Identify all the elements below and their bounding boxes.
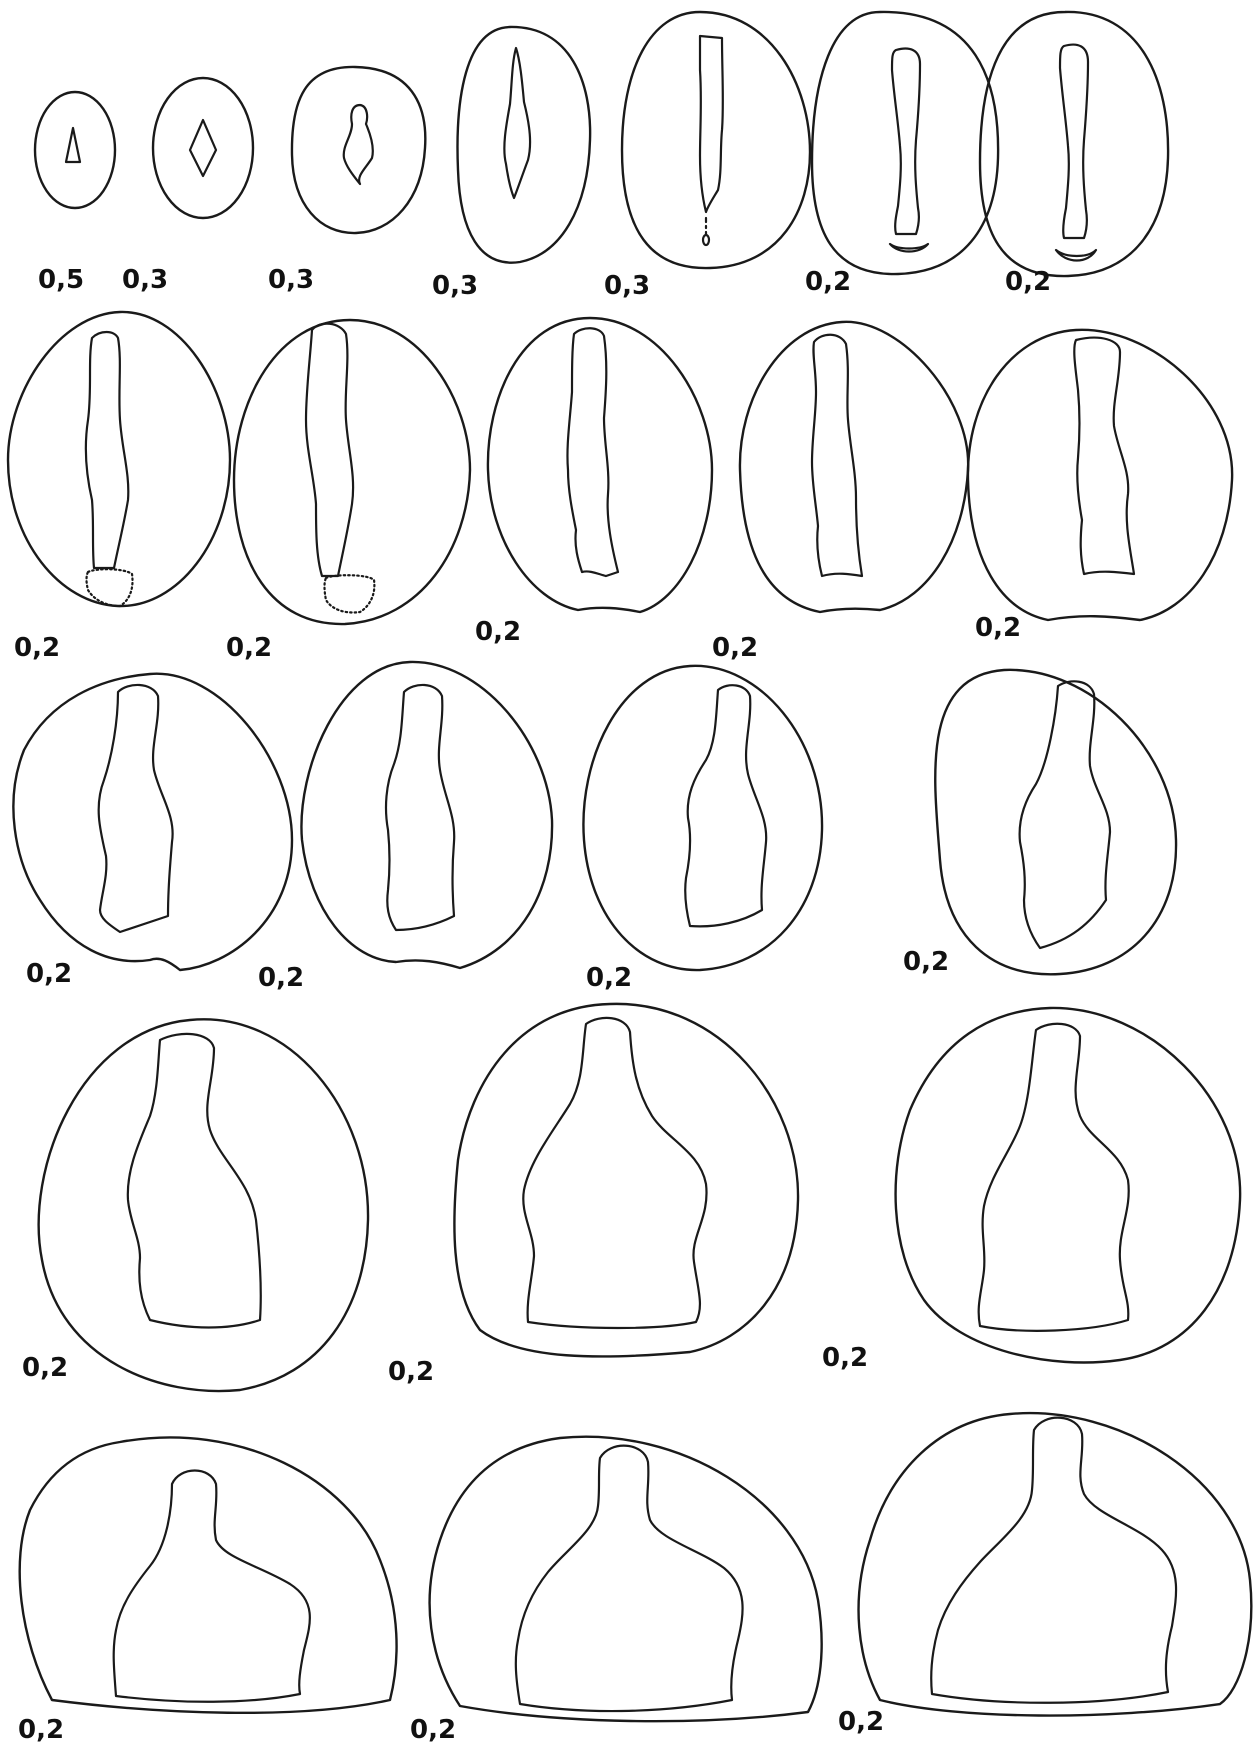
section-2: 0,3: [122, 78, 253, 295]
section-21-outline: [430, 1437, 822, 1721]
section-22-scale-label: 0,2: [838, 1707, 884, 1737]
section-19-cavity: [979, 1024, 1129, 1331]
section-2-cavity: [190, 120, 216, 176]
section-6: 0,2: [805, 12, 998, 297]
section-20: 0,2: [18, 1437, 397, 1745]
section-4-outline: [458, 27, 591, 263]
section-17-outline: [39, 1019, 368, 1391]
section-20-scale-label: 0,2: [18, 1715, 64, 1745]
section-13-outline: [13, 674, 292, 970]
section-16-scale-label: 0,2: [903, 947, 949, 977]
section-7-outline: [980, 12, 1168, 276]
section-8-cavity: [86, 332, 128, 568]
section-2-outline: [153, 78, 253, 218]
section-14: 0,2: [258, 662, 552, 993]
section-19-outline: [896, 1008, 1241, 1363]
section-13-scale-label: 0,2: [26, 959, 72, 989]
section-5-scale-label: 0,3: [604, 271, 650, 301]
section-14-cavity: [386, 685, 454, 930]
section-4: 0,3: [432, 27, 590, 301]
section-15: 0,2: [583, 666, 822, 993]
section-16: 0,2: [903, 670, 1176, 977]
section-12-scale-label: 0,2: [975, 613, 1021, 643]
section-11: 0,2: [712, 322, 968, 663]
section-3-scale-label: 0,3: [268, 265, 314, 295]
section-21-scale-label: 0,2: [410, 1715, 456, 1745]
section-11-scale-label: 0,2: [712, 633, 758, 663]
section-19: 0,2: [822, 1008, 1240, 1373]
section-22-outline: [859, 1413, 1252, 1715]
section-9-cavity: [306, 324, 353, 576]
section-5-vesicle: [703, 235, 709, 245]
section-7: 0,2: [980, 12, 1168, 297]
section-4-cavity: [504, 48, 530, 198]
section-17: 0,2: [22, 1019, 368, 1391]
section-22-cavity: [931, 1418, 1176, 1703]
section-1-cavity: [66, 128, 80, 162]
section-1-outline: [35, 92, 115, 208]
section-9: 0,2: [226, 320, 470, 663]
section-2-scale-label: 0,3: [122, 265, 168, 295]
section-10-cavity: [567, 328, 618, 576]
section-5-outline: [622, 12, 810, 268]
section-18-cavity: [523, 1018, 706, 1328]
section-9-scale-label: 0,2: [226, 633, 272, 663]
section-18-scale-label: 0,2: [388, 1357, 434, 1387]
section-10-outline: [488, 318, 712, 612]
section-10: 0,2: [475, 318, 712, 647]
section-6-cavity: [892, 49, 920, 234]
section-8: 0,2: [8, 312, 230, 663]
section-6-crescent: [890, 244, 928, 252]
section-7-cavity: [1060, 45, 1088, 238]
section-20-outline: [20, 1437, 397, 1712]
section-7-crescent: [1056, 250, 1096, 261]
section-12-cavity: [1074, 338, 1134, 574]
section-15-cavity: [685, 685, 766, 926]
section-6-scale-label: 0,2: [805, 267, 851, 297]
section-16-cavity: [1020, 681, 1110, 948]
section-4-scale-label: 0,3: [432, 271, 478, 301]
section-18: 0,2: [388, 1004, 798, 1387]
section-13-cavity: [99, 685, 173, 932]
section-14-scale-label: 0,2: [258, 963, 304, 993]
section-14-outline: [301, 662, 552, 968]
section-18-outline: [454, 1004, 798, 1357]
section-9-stipple: [325, 575, 375, 612]
section-5: 0,3: [604, 12, 810, 301]
section-20-cavity: [114, 1471, 310, 1702]
section-10-scale-label: 0,2: [475, 617, 521, 647]
section-3: 0,3: [268, 67, 425, 295]
section-15-outline: [583, 666, 822, 970]
section-8-scale-label: 0,2: [14, 633, 60, 663]
section-21-cavity: [516, 1446, 743, 1711]
section-21: 0,2: [410, 1437, 822, 1745]
section-13: 0,2: [13, 674, 292, 989]
section-22: 0,2: [838, 1413, 1251, 1737]
section-7-scale-label: 0,2: [1005, 267, 1051, 297]
section-3-outline: [292, 67, 425, 233]
section-12-outline: [968, 330, 1232, 620]
section-3-cavity: [344, 105, 373, 184]
section-17-scale-label: 0,2: [22, 1353, 68, 1383]
section-1: 0,5: [35, 92, 115, 295]
section-17-cavity: [128, 1034, 261, 1328]
section-15-scale-label: 0,2: [586, 963, 632, 993]
section-19-scale-label: 0,2: [822, 1343, 868, 1373]
section-12: 0,2: [968, 330, 1232, 643]
section-1-scale-label: 0,5: [38, 265, 84, 295]
section-11-cavity: [812, 335, 862, 576]
section-5-cavity: [700, 36, 723, 212]
